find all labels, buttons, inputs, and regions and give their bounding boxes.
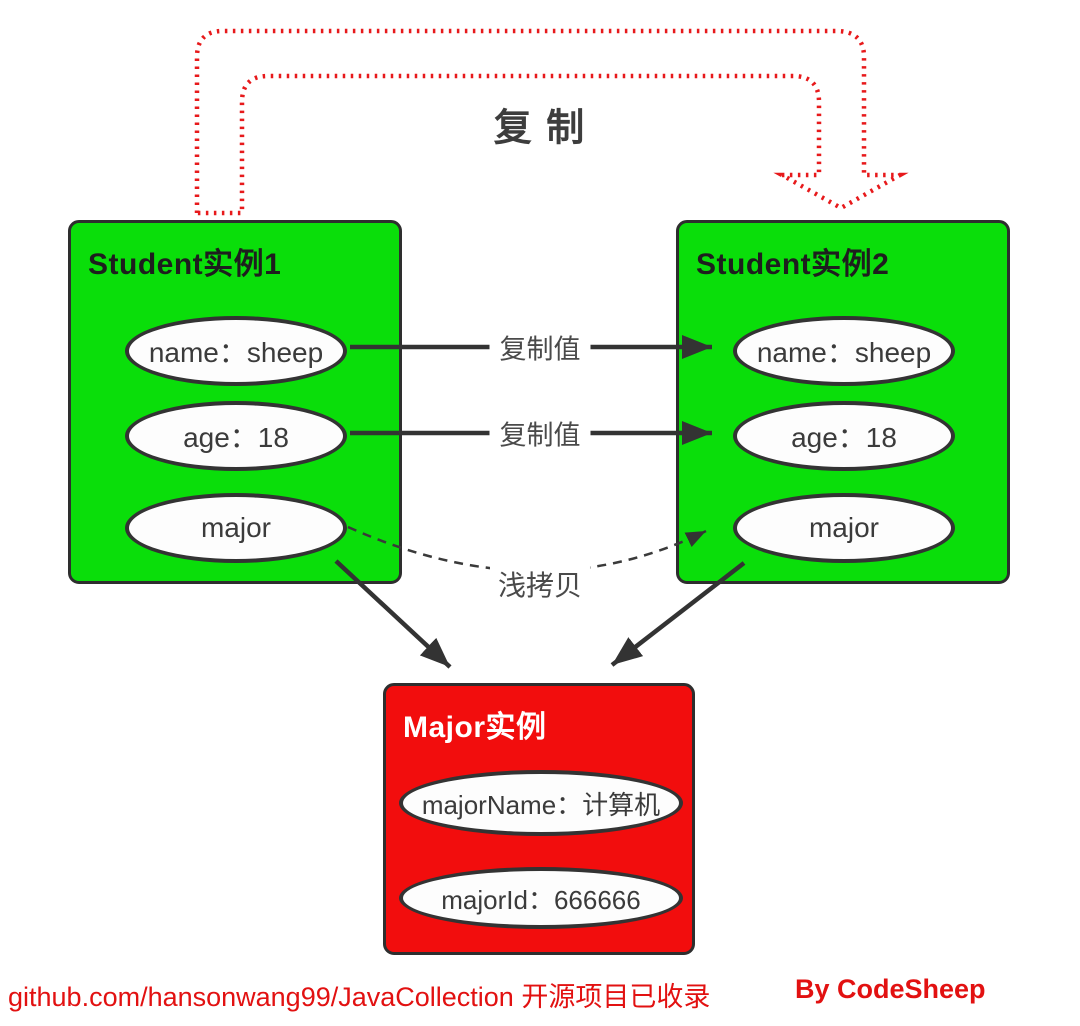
footer: github.com/hansonwang99/JavaCollection 开…: [0, 972, 1080, 1014]
student1-field-age: age：18: [125, 401, 347, 471]
student2-field-name: name：sheep: [733, 316, 955, 386]
copy-value-label-2: 复制值: [489, 412, 591, 454]
student2-box: Student实例2 name：sheep age：18 major: [676, 220, 1010, 584]
student2-title: Student实例2: [696, 248, 890, 281]
student1-field-major: major: [125, 493, 347, 563]
major-field-id: majorId：666666: [399, 867, 683, 929]
student1-field-name: name：sheep: [125, 316, 347, 386]
student1-box: Student实例1 name：sheep age：18 major: [68, 220, 402, 584]
major-field-name: majorName：计算机: [399, 770, 683, 836]
student1-title: Student实例1: [88, 248, 282, 281]
footer-repo-text: github.com/hansonwang99/JavaCollection 开…: [8, 982, 711, 1012]
student2-field-major: major: [733, 493, 955, 563]
major-box: Major实例 majorName：计算机 majorId：666666: [383, 683, 695, 955]
copy-value-label-1: 复制值: [489, 326, 591, 368]
shallow-copy-label: 浅拷贝: [489, 563, 591, 605]
footer-credit-text: By CodeSheep: [795, 974, 986, 1004]
major-title: Major实例: [403, 711, 547, 744]
student2-field-age: age：18: [733, 401, 955, 471]
copy-label: 复 制: [493, 107, 587, 150]
